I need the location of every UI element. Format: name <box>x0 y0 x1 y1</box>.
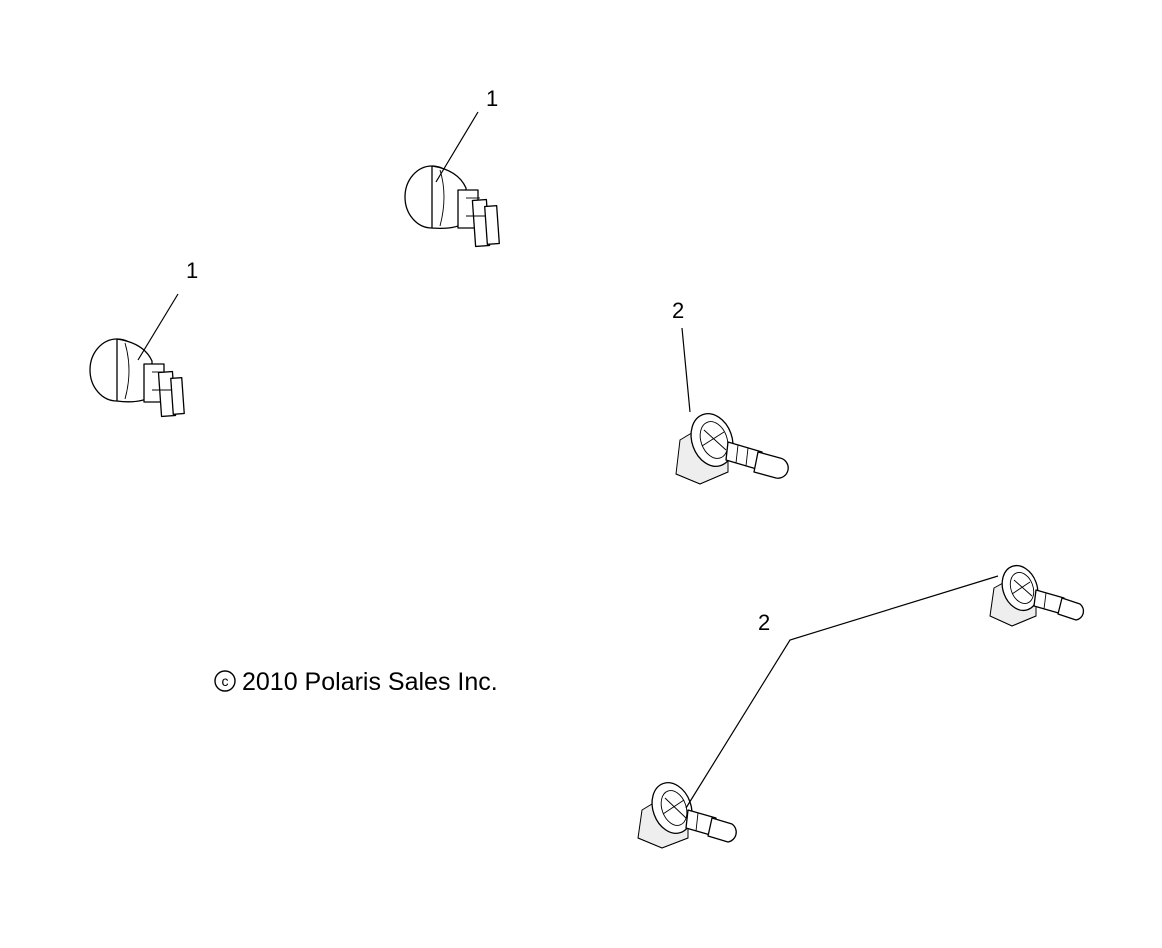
callout-2-lower: 2 <box>758 610 770 635</box>
leader-1-upper <box>435 111 479 183</box>
callout-1-upper: 1 <box>486 86 498 111</box>
copyright-notice: c 2010 Polaris Sales Inc. <box>214 668 498 696</box>
leader-2-middle <box>681 327 691 413</box>
halogen-bulb-bottom <box>637 782 737 849</box>
copyright-text: 2010 Polaris Sales Inc. <box>242 668 498 696</box>
wedge-bulb-left <box>89 338 185 418</box>
halogen-bulb-right <box>989 564 1085 627</box>
callout-1-left: 1 <box>186 258 198 283</box>
halogen-bulb-middle <box>675 413 789 485</box>
wedge-bulb-upper <box>404 165 500 248</box>
copyright-symbol: c <box>222 673 229 689</box>
leader-2-shared <box>685 575 999 809</box>
callout-2-middle: 2 <box>672 298 684 323</box>
leader-1-left <box>137 293 179 361</box>
copyright-circle-icon <box>214 670 236 692</box>
